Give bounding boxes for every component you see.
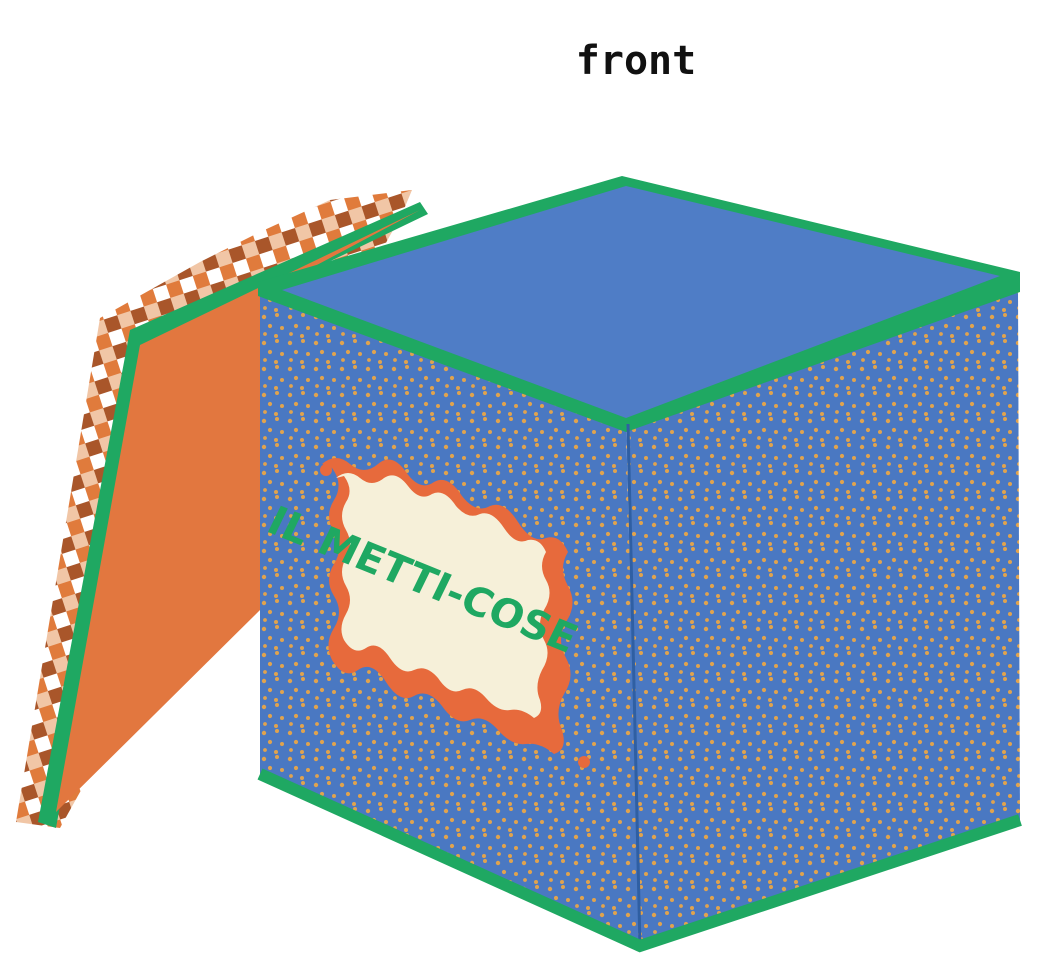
box-right-face [626, 288, 1020, 948]
box-label: IL METTI-COSE [260, 458, 590, 768]
lid-inner-panel [56, 210, 420, 812]
view-label: front [576, 38, 696, 84]
label-corner-dot [320, 464, 332, 476]
label-corner-dot [578, 756, 590, 768]
box-top-face [282, 186, 1000, 418]
box-bottom-piping [257, 768, 1022, 953]
box-corner-edge [626, 423, 642, 949]
label-background [336, 473, 550, 718]
lid-piping [38, 202, 428, 828]
